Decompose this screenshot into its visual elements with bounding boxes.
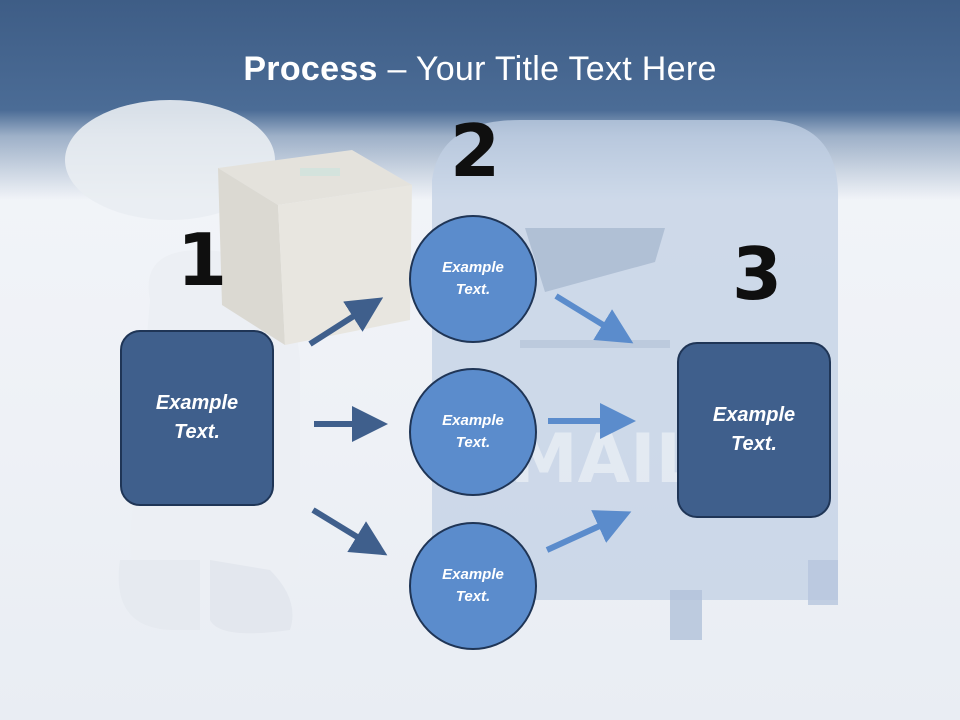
step-2-circle-bottom: Example Text. bbox=[409, 522, 537, 650]
arrow-top-to-box3 bbox=[554, 293, 634, 344]
circle-top-text: Example Text. bbox=[442, 258, 504, 299]
arrow-box1-to-top bbox=[308, 297, 384, 347]
step-number-2: 2 bbox=[450, 109, 501, 193]
title-bold: Process bbox=[243, 50, 378, 88]
step-2-circle-middle: Example Text. bbox=[409, 368, 537, 496]
step-number-3: 3 bbox=[732, 232, 783, 316]
step-2-circle-top: Example Text. bbox=[409, 215, 537, 343]
arrow-box1-to-bottom bbox=[311, 507, 388, 556]
step-1-box: Example Text. bbox=[120, 330, 274, 506]
title-rest: – Your Title Text Here bbox=[377, 50, 717, 88]
slide-title: Process – Your Title Text Here bbox=[0, 50, 960, 89]
step-3-box: Example Text. bbox=[677, 342, 831, 518]
arrow-bottom-to-box3 bbox=[545, 510, 632, 553]
step-1-box-text: Example Text. bbox=[155, 392, 239, 443]
step-3-box-text: Example Text. bbox=[712, 404, 796, 455]
circle-middle-text: Example Text. bbox=[442, 411, 504, 452]
circle-bottom-text: Example Text. bbox=[442, 565, 504, 606]
step-number-1: 1 bbox=[177, 218, 228, 302]
